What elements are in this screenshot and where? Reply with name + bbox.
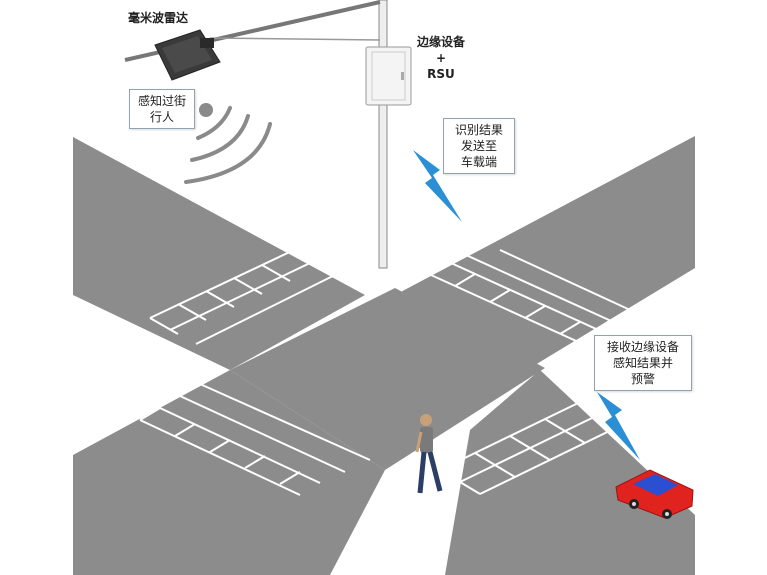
callout-line: 接收边缘设备	[606, 340, 679, 354]
callout-line: 行人	[149, 110, 174, 124]
road-center	[230, 288, 545, 470]
crosswalk-northwest	[149, 239, 356, 345]
callout-line: 发送至	[460, 139, 497, 153]
crosswalk-southwest	[139, 383, 371, 496]
radar-label: 毫米波雷达	[128, 11, 189, 25]
callout-line: 感知过街	[137, 94, 186, 108]
sensor-dot	[199, 103, 213, 117]
lightning-icon	[413, 150, 462, 222]
road-arm-northeast	[395, 136, 695, 365]
edge-device-label: 边缘设备 + RSU	[416, 34, 466, 82]
crosswalk-northeast	[419, 249, 681, 346]
pedestrian-icon	[415, 414, 443, 494]
callout-line: 感知结果并	[612, 356, 673, 370]
edge-device-label-line3: RSU	[427, 67, 455, 81]
car-icon	[615, 469, 694, 519]
intersection-road	[73, 136, 695, 575]
road-arm-southwest	[73, 370, 385, 575]
pole-arm-cable	[209, 37, 381, 41]
callout-line: 识别结果	[454, 123, 503, 137]
road-arm-northwest	[73, 137, 365, 370]
callout-send-result: 识别结果 发送至 车载端	[443, 118, 515, 174]
edge-device-label-line2: +	[435, 51, 447, 65]
callout-sense-pedestrian: 感知过街 行人	[129, 89, 195, 129]
signal-wave-icon	[184, 103, 272, 184]
pole-vertical	[378, 0, 388, 269]
callout-receive-warning: 接收边缘设备 感知结果并 预警	[594, 335, 692, 391]
edge-cabinet-icon	[365, 46, 412, 106]
edge-device-label-line1: 边缘设备	[416, 35, 465, 49]
lightning-icon	[597, 392, 640, 460]
radar-device-icon	[154, 29, 221, 81]
road-arm-southeast	[445, 370, 695, 575]
callout-line: 预警	[630, 372, 655, 386]
callout-line: 车载端	[460, 155, 497, 169]
